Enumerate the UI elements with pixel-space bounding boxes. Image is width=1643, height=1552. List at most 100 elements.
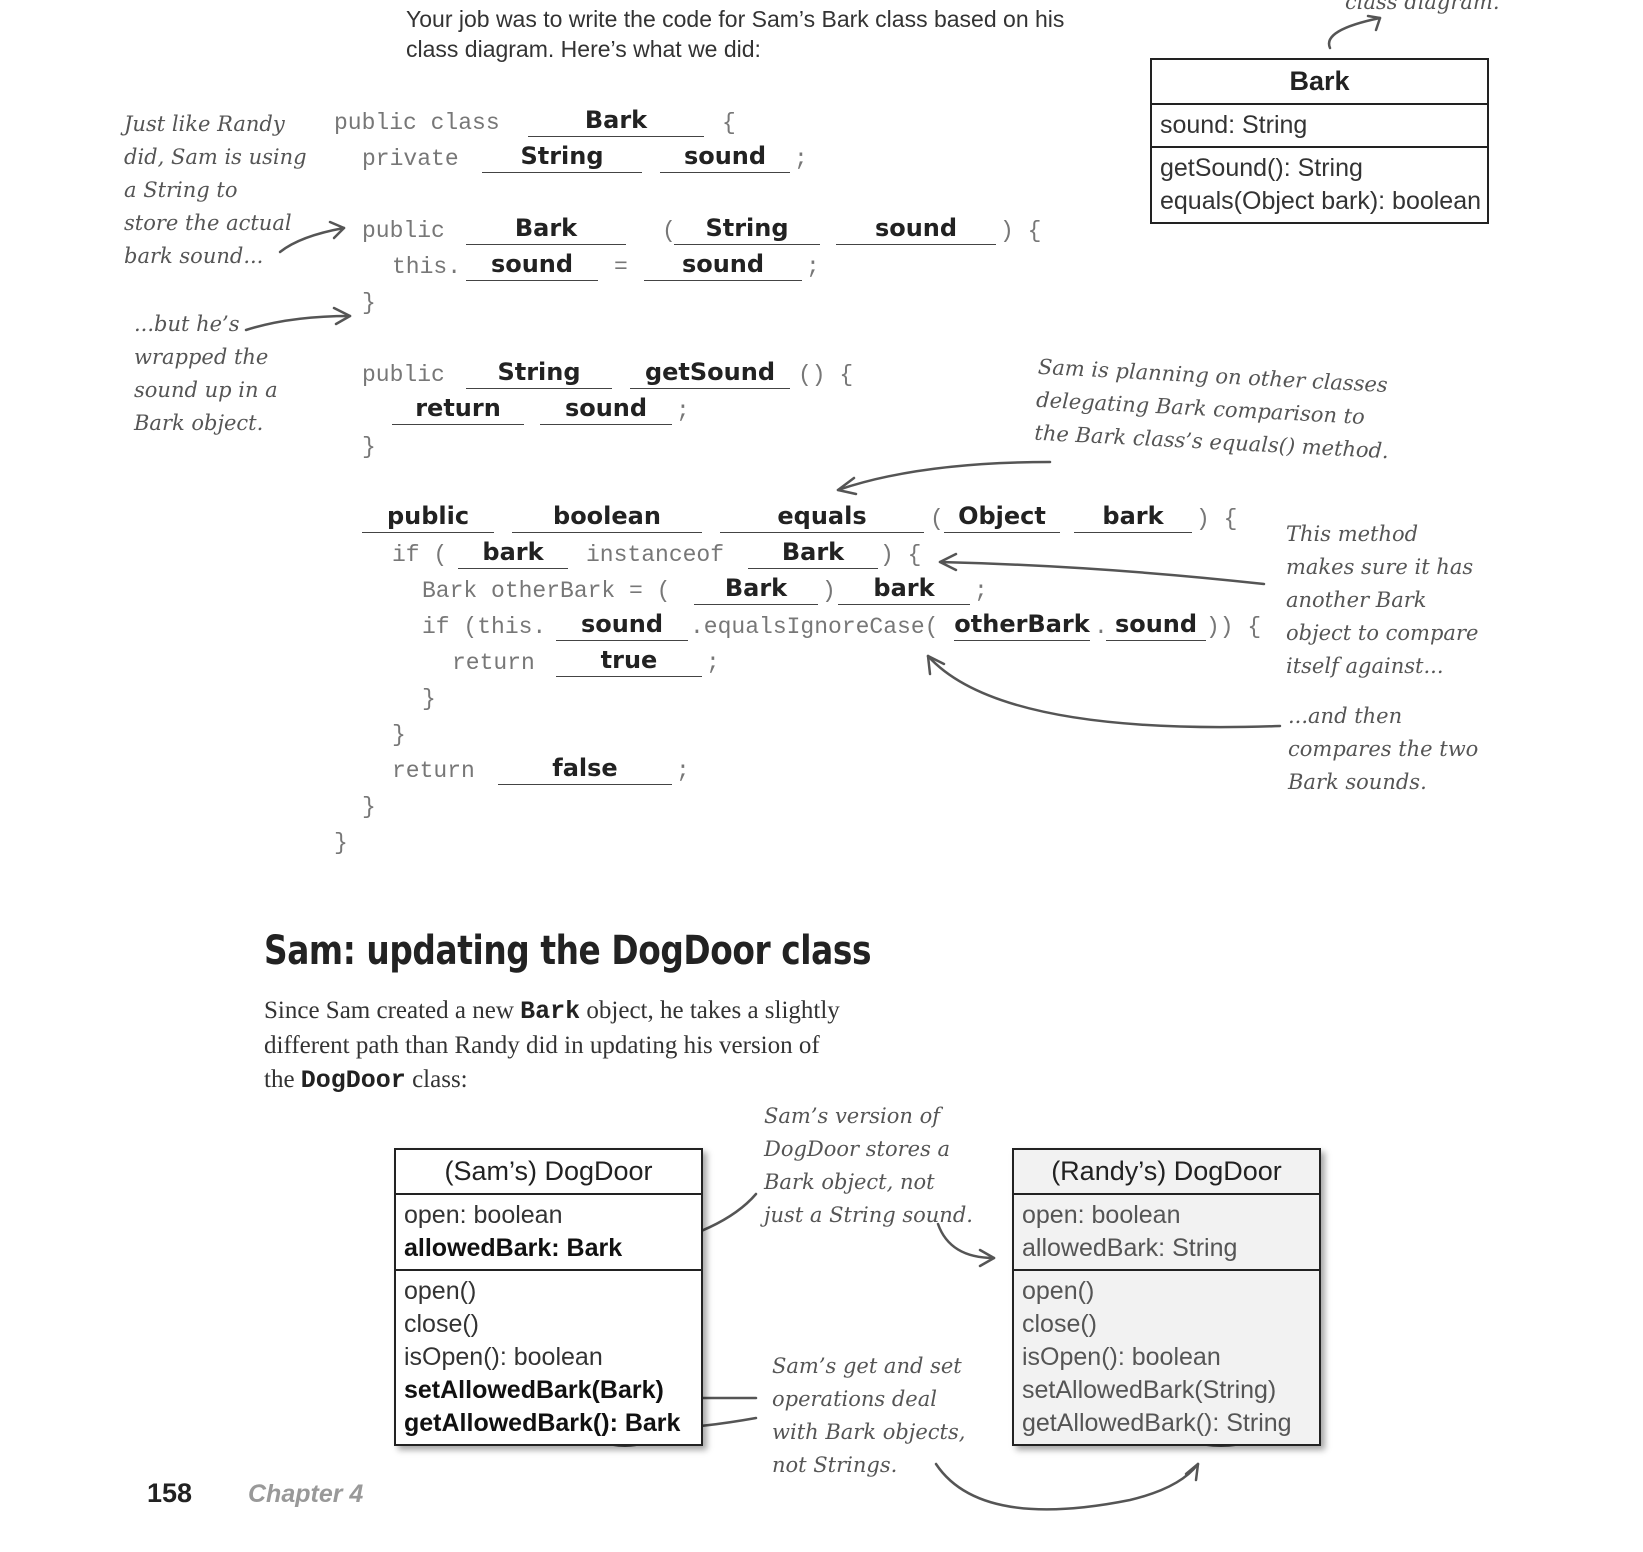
code-blank: bark [458, 534, 568, 569]
code-blank: Bark [748, 534, 878, 569]
randys-uml-method: open() [1022, 1277, 1095, 1305]
code-keyword: public class [334, 110, 500, 136]
code-punct: ; [676, 758, 690, 784]
arrow-wrapped [244, 314, 352, 332]
sams-uml-method: close() [404, 1310, 480, 1338]
code-blank: bark [1074, 498, 1192, 533]
code-blank: bark [838, 570, 970, 605]
code-blank: equals [720, 498, 924, 533]
code-blank: otherBark [954, 606, 1090, 641]
code-punct: ) { [880, 542, 922, 568]
code-blank: Object [944, 498, 1060, 533]
code-blank: sound [836, 210, 996, 245]
bark-uml-attributes: sound: String [1152, 105, 1487, 148]
code-blank: boolean [512, 498, 702, 533]
code-punct: )) { [1206, 614, 1262, 640]
para-text: Since Sam created a new [264, 997, 521, 1024]
topright-note: class diagram. [1345, 0, 1500, 14]
code-keyword: .equalsIgnoreCase( [690, 614, 939, 640]
para-text: class: [405, 1066, 468, 1093]
code-punct: ; [974, 578, 988, 604]
note-method: This method makes sure it has another Ba… [1286, 522, 1479, 678]
code-blank: sound [644, 246, 802, 281]
code-punct: } [362, 290, 376, 316]
code-blank: public [362, 498, 494, 533]
bark-uml-title: Bark [1152, 60, 1487, 105]
arrow-classdiagram [1327, 16, 1382, 50]
bark-uml-method: equals(Object bark): boolean [1160, 187, 1482, 215]
arrow-planning [836, 460, 1052, 492]
code-punct: } [362, 794, 376, 820]
sams-dogdoor-diagram: (Sam’s) DogDoor open: boolean allowedBar… [394, 1148, 703, 1446]
code-punct: } [362, 434, 376, 460]
para-text: object, he takes a slightly different pa… [264, 997, 840, 1093]
sams-uml-attributes: open: boolean allowedBark: Bark [396, 1195, 701, 1271]
sams-uml-method: setAllowedBark(Bark) [404, 1376, 664, 1404]
para-code: Bark [520, 997, 581, 1026]
code-punct: ( [662, 218, 676, 244]
code-keyword: if ( [392, 542, 448, 568]
code-keyword: if (this. [422, 614, 547, 640]
code-punct: ; [706, 650, 720, 676]
sams-uml-method: isOpen(): boolean [404, 1343, 603, 1371]
note-dogdoor-version: Sam’s version of DogDoor stores a Bark o… [764, 1104, 973, 1227]
code-punct: ) [822, 578, 836, 604]
code-blank: String [466, 354, 612, 389]
randys-uml-attr: allowedBark: String [1022, 1234, 1238, 1262]
code-punct: = [614, 254, 628, 280]
randys-uml-method: setAllowedBark(String) [1022, 1376, 1277, 1404]
code-punct: () { [798, 362, 854, 388]
code-punct: ; [676, 398, 690, 424]
code-blank: sound [466, 246, 598, 281]
arrow-randys-attr [936, 1222, 996, 1260]
randys-uml-method: close() [1022, 1310, 1098, 1338]
note-randy: Just like Randy did, Sam is using a Stri… [124, 112, 307, 268]
code-blank: sound [540, 390, 672, 425]
code-punct: } [334, 830, 348, 856]
intro-line-1: Your job was to write the code for Sam’s… [406, 6, 1065, 32]
code-keyword: return [392, 758, 475, 784]
bark-uml-methods: getSound(): String equals(Object bark): … [1152, 148, 1487, 222]
randys-uml-method: isOpen(): boolean [1022, 1343, 1221, 1371]
note-getset: Sam’s get and set operations deal with B… [772, 1354, 966, 1477]
code-blank: Bark [528, 102, 704, 137]
code-punct: ) { [1196, 506, 1238, 532]
code-blank: Bark [466, 210, 626, 245]
code-punct: } [422, 686, 436, 712]
sams-uml-title: (Sam’s) DogDoor [396, 1150, 701, 1195]
para-code: DogDoor [300, 1066, 406, 1095]
page-number: 158 [147, 1478, 193, 1508]
section-paragraph: Since Sam created a new Bark object, he … [264, 994, 844, 1098]
code-blank: false [498, 750, 672, 785]
section-heading: Sam: updating the DogDoor class [264, 928, 872, 974]
code-keyword: this. [392, 254, 462, 280]
code-keyword: private [362, 146, 459, 172]
arrow-randy [278, 226, 346, 254]
bark-class-diagram: Bark sound: String getSound(): String eq… [1150, 58, 1489, 224]
code-blank: sound [660, 138, 790, 173]
sams-uml-attr: open: boolean [404, 1201, 563, 1229]
sams-uml-methods: open() close() isOpen(): boolean setAllo… [396, 1271, 701, 1444]
code-blank: String [674, 210, 820, 245]
code-punct: { [722, 110, 736, 136]
code-blank: getSound [630, 354, 790, 389]
code-punct: } [392, 722, 406, 748]
randys-uml-attributes: open: boolean allowedBark: String [1014, 1195, 1319, 1271]
sams-uml-method: open() [404, 1277, 477, 1305]
randys-uml-method: getAllowedBark(): String [1022, 1409, 1292, 1437]
note-compares: ...and then compares the two Bark sounds… [1288, 704, 1479, 794]
arrow-compares [926, 654, 1282, 729]
sams-uml-method: getAllowedBark(): Bark [404, 1409, 681, 1437]
code-punct: ( [930, 506, 944, 532]
chapter-label: Chapter 4 [248, 1480, 364, 1508]
code-punct: ) { [1000, 218, 1042, 244]
bark-uml-method: getSound(): String [1160, 154, 1363, 182]
intro-line-2: class diagram. Here’s what we did: [406, 36, 761, 62]
randys-dogdoor-diagram: (Randy’s) DogDoor open: boolean allowedB… [1012, 1148, 1321, 1446]
code-blank: String [482, 138, 642, 173]
code-blank: true [556, 642, 702, 677]
sams-uml-attr: allowedBark: Bark [404, 1234, 623, 1262]
bark-uml-attr: sound: String [1160, 111, 1308, 139]
code-blank: sound [556, 606, 688, 641]
